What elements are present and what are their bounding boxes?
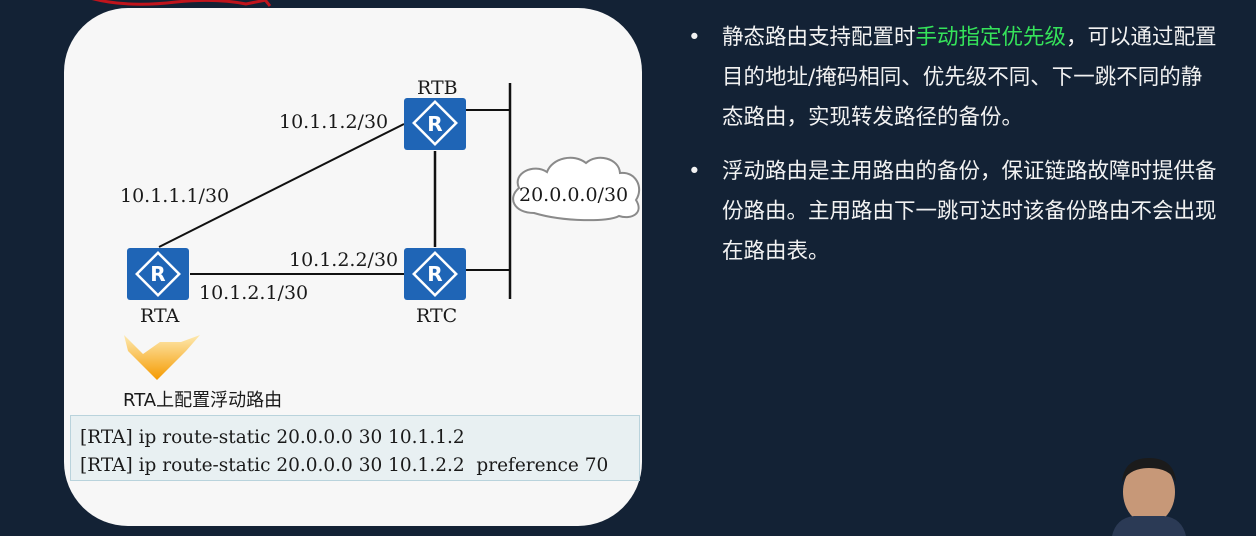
router-glyph: R [427,262,442,286]
router-label-rtb: RTB [417,77,458,99]
code-line-primary-route: [RTA] ip route-static 20.0.0.0 30 10.1.1… [80,427,465,448]
bullet-text-part: ，可以通过配置目的地址/掩码相同、优先级不同、下一跳不同的静态路由，实现转发路径… [722,25,1217,130]
ip-label-rtc-side: 10.1.2.2/30 [289,249,398,271]
router-label-rta: RTA [140,305,180,327]
network-topology-diagram: 20.0.0.0/30 R RTB R RTC R RTA 10.1.1.2/3… [120,77,641,411]
cloud-network-label: 20.0.0.0/30 [519,184,628,206]
red-scribble-mark [91,0,272,7]
router-glyph: R [427,112,442,136]
code-line-floating-route: [RTA] ip route-static 20.0.0.0 30 10.1.2… [80,455,609,476]
router-rtc: R [404,248,466,300]
config-caption: RTA上配置浮动路由 [123,390,282,411]
ip-label-rtb-side: 10.1.1.2/30 [279,111,388,133]
bullet-dot-icon: • [688,25,701,50]
bullet-item-static-route: • 静态路由支持配置时手动指定优先级，可以通过配置目的地址/掩码相同、优先级不同、… [688,18,1218,138]
ip-label-rta-upper: 10.1.1.1/30 [120,185,229,207]
bullet-list: • 静态路由支持配置时手动指定优先级，可以通过配置目的地址/掩码相同、优先级不同、… [688,18,1218,286]
bullet-text-part: 浮动路由是主用路由的备份，保证链路故障时提供备份路由。主用路由下一跳可达时该备份… [722,159,1217,264]
presenter-webcam-image [1112,458,1186,536]
cloud-icon [512,156,641,222]
highlighted-text: 手动指定优先级 [915,25,1067,50]
bullet-item-floating-route: • 浮动路由是主用路由的备份，保证链路故障时提供备份路由。主用路由下一跳可达时该备… [688,152,1218,272]
router-rta: R [127,248,189,300]
bullet-text-part: 静态路由支持配置时 [722,25,916,50]
ip-label-rta-lower: 10.1.2.1/30 [199,282,308,304]
router-label-rtc: RTC [416,305,457,327]
down-arrow-icon [124,335,200,380]
router-glyph: R [150,262,165,286]
config-code-box: [RTA] ip route-static 20.0.0.0 30 10.1.1… [70,415,640,481]
router-rtb: R [404,98,466,150]
link-rta-rtb [158,123,405,248]
bullet-dot-icon: • [688,159,701,184]
